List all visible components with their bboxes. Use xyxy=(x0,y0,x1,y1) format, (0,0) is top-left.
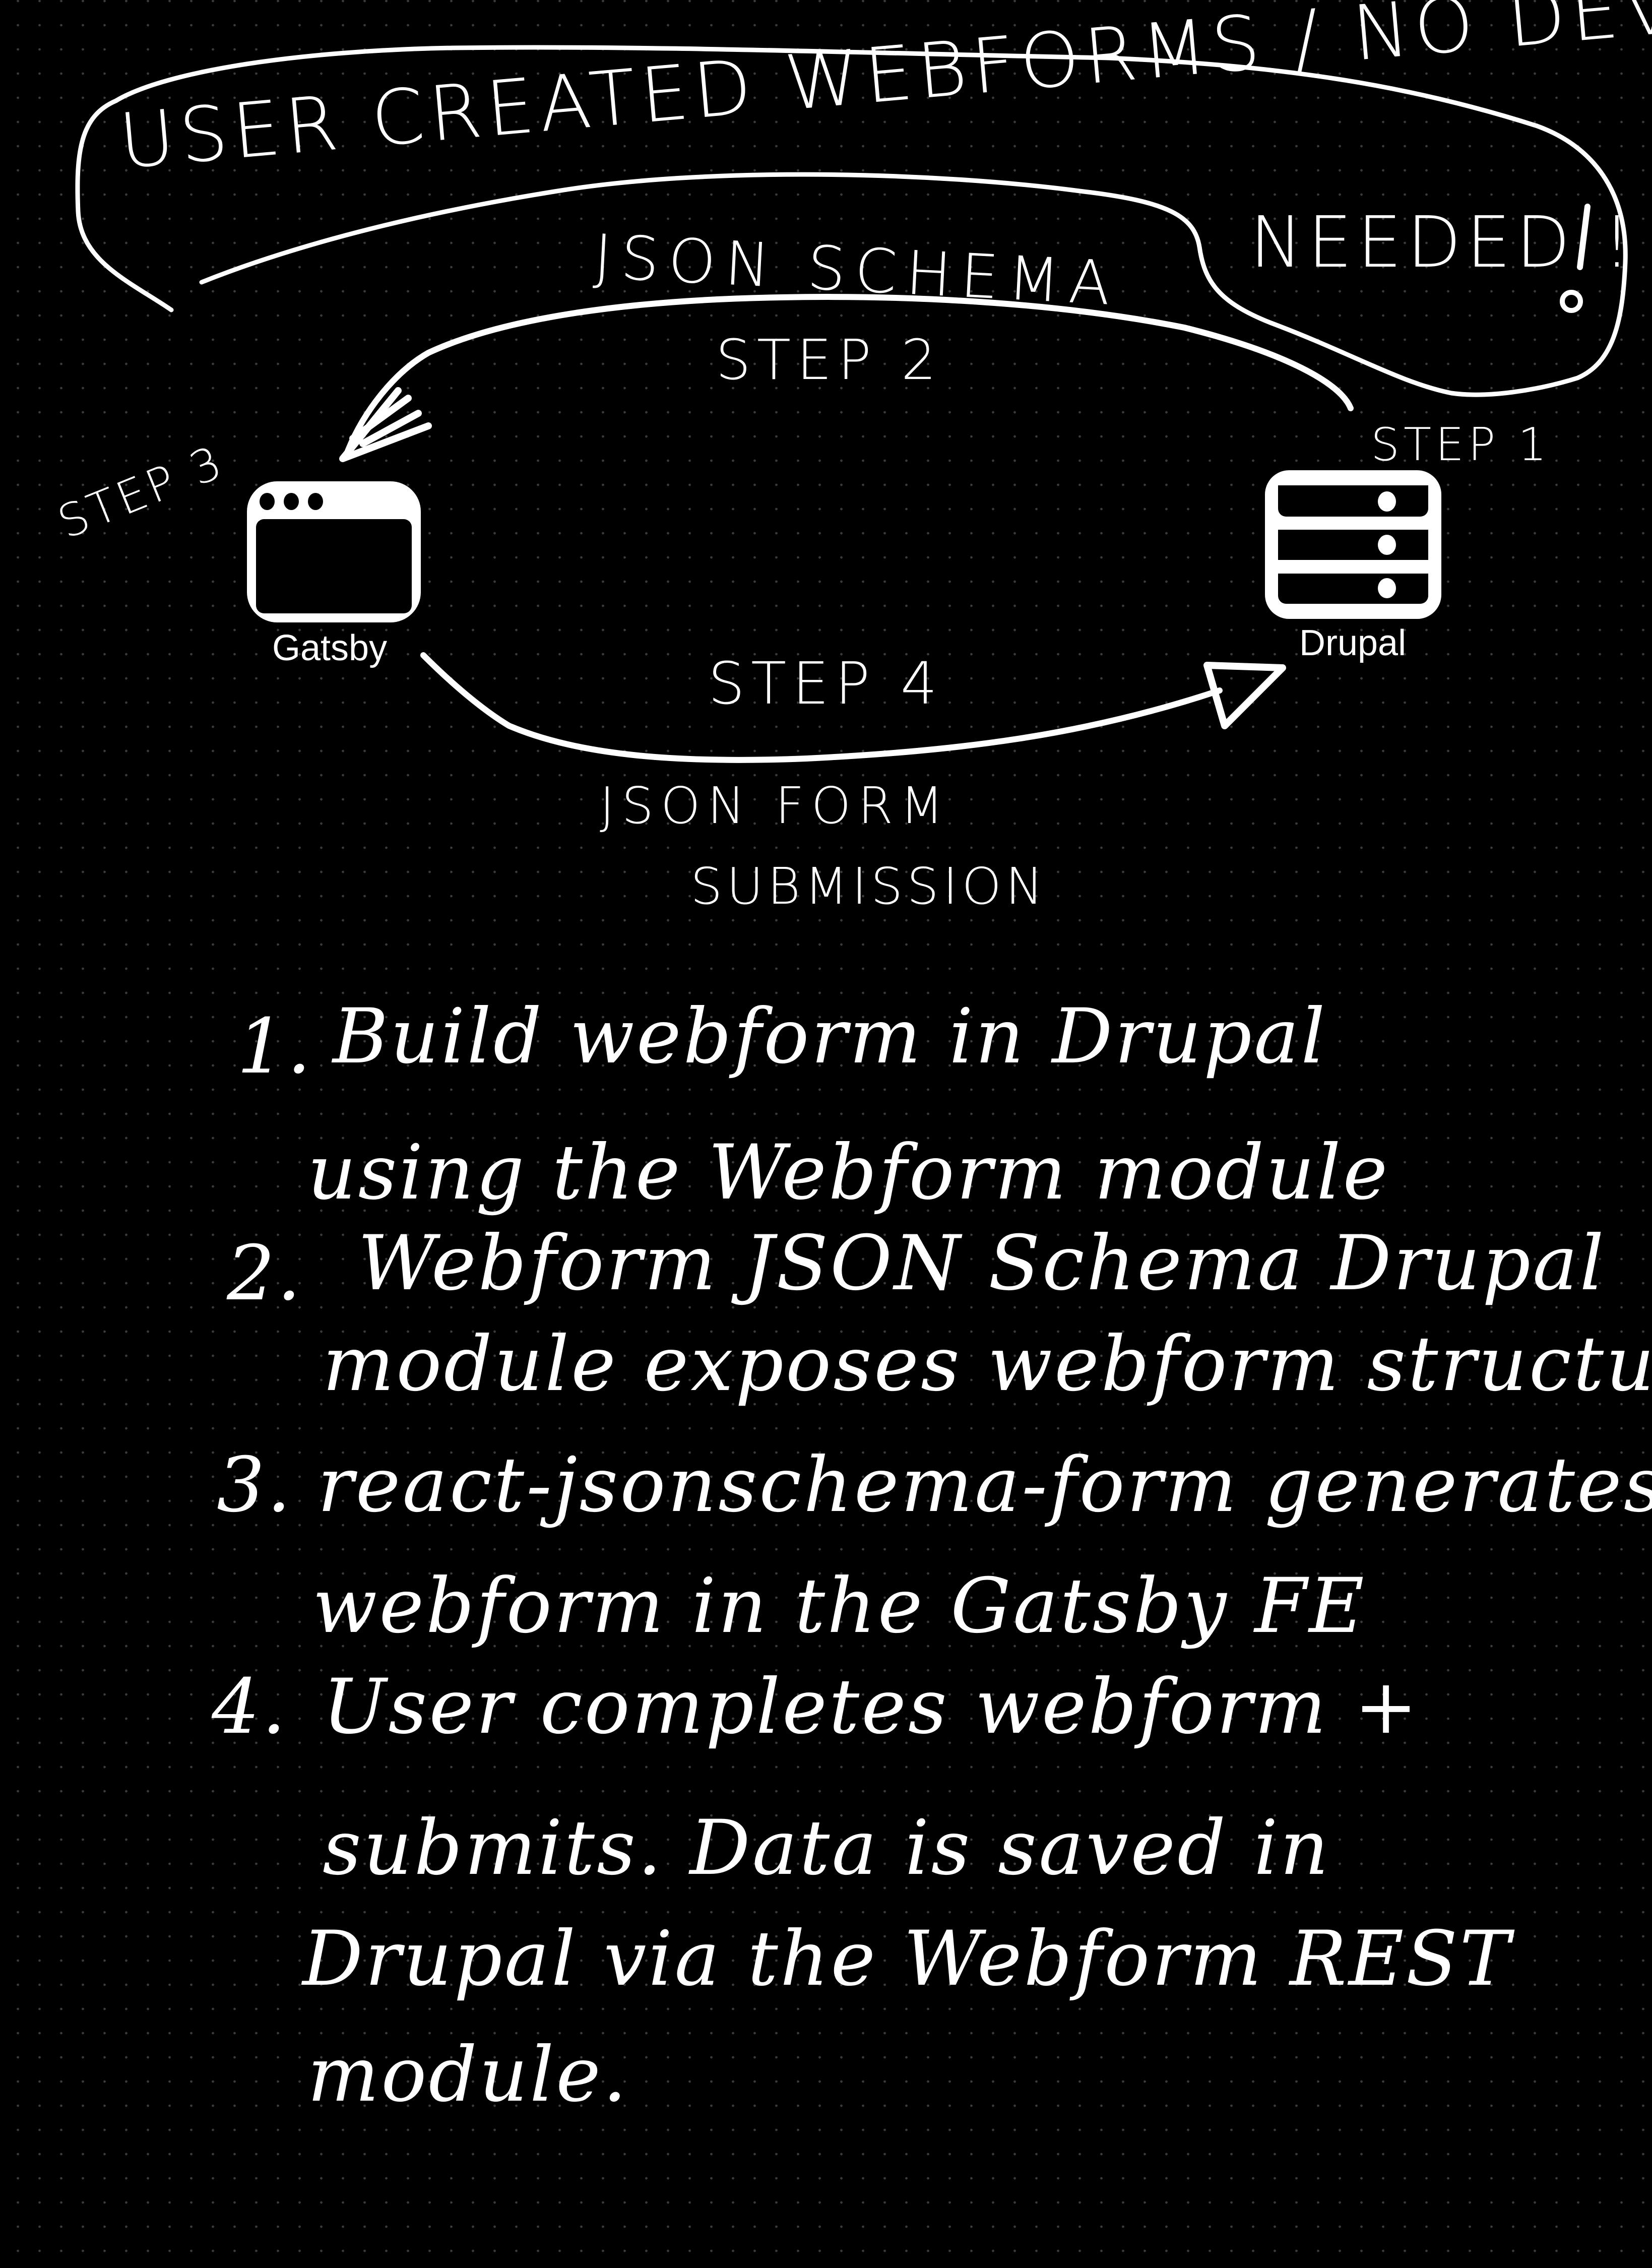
submission-label: SUBMISSION xyxy=(690,857,1047,916)
note-2-number: 2. xyxy=(227,1230,303,1317)
note-3-line1: react-jsonschema-form generates xyxy=(317,1441,1652,1529)
note-2-line1: Webform JSON Schema Drupal xyxy=(358,1220,1606,1307)
json-form-label: JSON FORM xyxy=(600,776,951,835)
exclamation-stroke xyxy=(1577,204,1591,270)
arrow-step2-head xyxy=(339,387,432,462)
note-4-line3: Drupal via the Webform REST xyxy=(302,1915,1512,2003)
arrow-step4-head xyxy=(1203,662,1286,729)
note-1-number: 1. xyxy=(237,1003,313,1091)
note-4-line4: module. xyxy=(307,2031,629,2119)
browser-window-icon xyxy=(247,481,421,622)
title-enclosure xyxy=(75,45,1628,397)
gatsby-label: Gatsby xyxy=(272,628,388,668)
arrow-step4-line xyxy=(420,652,1223,763)
arrow-step2-line xyxy=(345,294,1354,454)
exclamation-dot xyxy=(1560,290,1583,313)
note-4-line2: submits. Data is saved in xyxy=(323,1804,1331,1892)
note-1-line2: using the Webform module xyxy=(307,1129,1390,1217)
note-1-line1: Build webform in Drupal xyxy=(333,993,1327,1081)
note-2-line2: module exposes webform structure xyxy=(323,1320,1652,1408)
title-line2: NEEDED ! xyxy=(1250,202,1636,284)
note-3-number: 3. xyxy=(217,1441,293,1529)
step4-label: STEP 4 xyxy=(708,650,943,718)
note-4-line1: User completes webform + xyxy=(323,1663,1420,1751)
server-icon xyxy=(1265,470,1441,619)
drupal-label: Drupal xyxy=(1299,623,1407,663)
step1-label: STEP 1 xyxy=(1371,418,1551,471)
note-4-number: 4. xyxy=(212,1663,288,1751)
note-3-line2: webform in the Gatsby FE xyxy=(312,1562,1366,1650)
step2-label: STEP 2 xyxy=(716,328,942,392)
